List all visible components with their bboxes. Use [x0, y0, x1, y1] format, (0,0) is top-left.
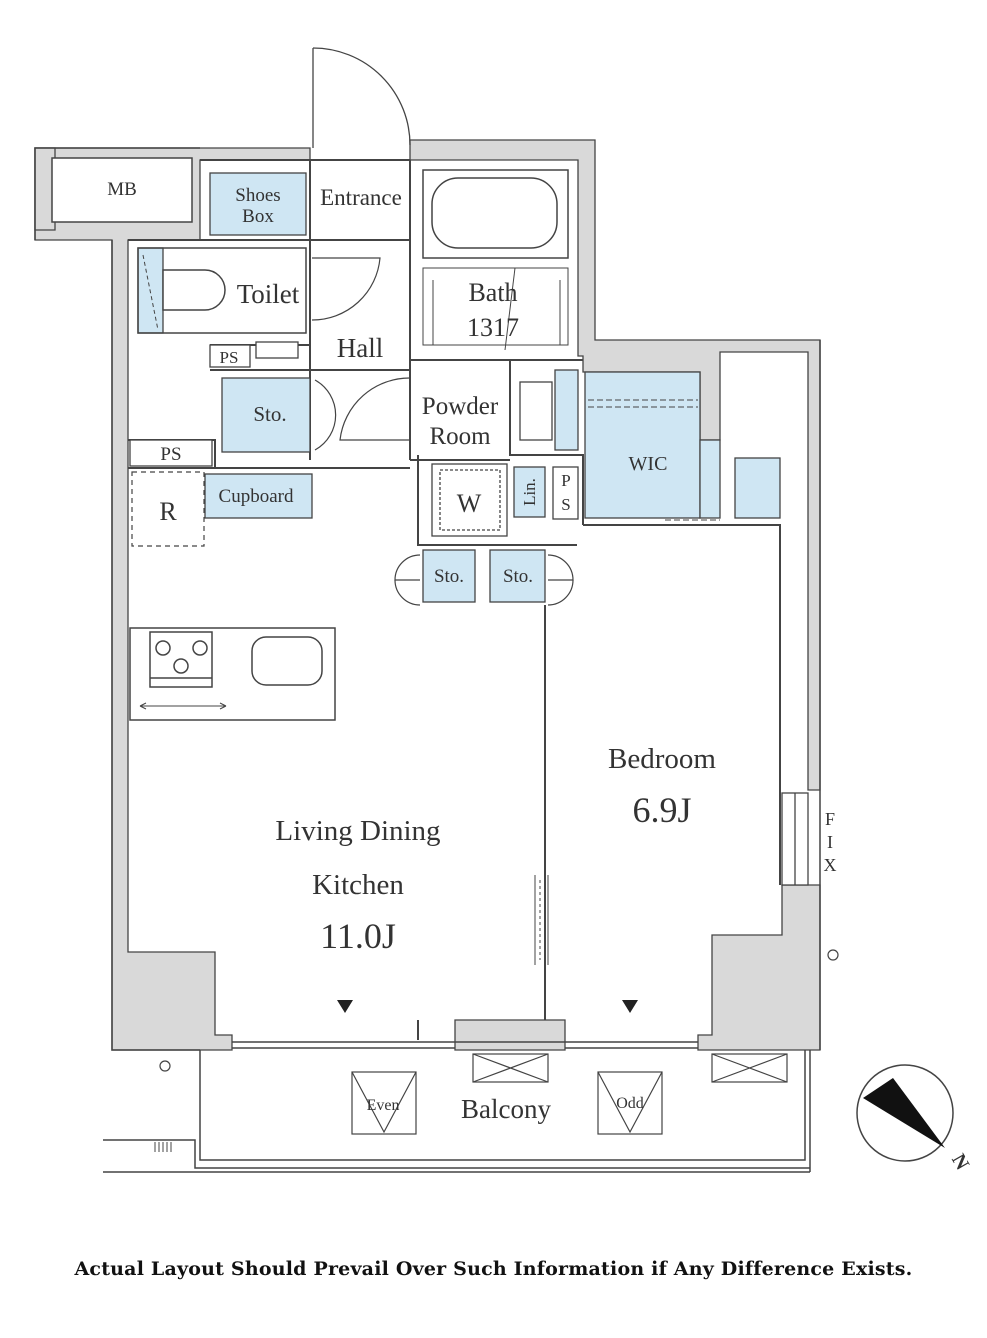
ac-units — [472, 1053, 788, 1083]
label-entrance: Entrance — [320, 185, 402, 210]
label-fix-i: I — [827, 832, 833, 852]
label-ps-right-1: P — [561, 471, 570, 490]
ps-right-box — [552, 466, 579, 520]
label-linen: Lin. — [520, 478, 539, 506]
label-sto-1: Sto. — [434, 566, 464, 587]
powder-sink — [519, 381, 553, 441]
toilet-fixture — [137, 247, 307, 334]
label-ldk-1: Living Dining — [275, 815, 440, 847]
label-toilet: Toilet — [237, 279, 300, 309]
window-markers — [337, 1000, 638, 1013]
sto-doors — [394, 554, 574, 606]
fix-window — [781, 792, 809, 886]
drain-markers — [159, 949, 839, 1072]
label-cupboard: Cupboard — [219, 486, 294, 507]
label-bath-size: 1317 — [467, 313, 519, 342]
label-ps-right-2: S — [561, 495, 570, 514]
label-washer: W — [457, 489, 482, 518]
label-powder-room-2: Room — [429, 423, 491, 450]
storage-areas — [137, 172, 781, 603]
perimeter-lines — [34, 147, 821, 1173]
label-sto-hall: Sto. — [253, 402, 286, 426]
evacuation-hatches — [351, 1071, 663, 1135]
label-bath: Bath — [468, 278, 517, 307]
label-powder-room-1: Powder — [422, 393, 499, 420]
linen-fill — [513, 466, 546, 518]
label-balcony: Balcony — [461, 1094, 551, 1124]
label-odd: Odd — [616, 1095, 644, 1112]
cupboard-fill — [204, 473, 313, 519]
label-ps-left: PS — [160, 444, 181, 465]
label-hall: Hall — [337, 333, 384, 363]
label-fix-f: F — [825, 809, 835, 829]
floor-plan: MB Shoes Box Entrance Bath 1317 Toilet H… — [34, 47, 974, 1174]
fridge-space — [131, 471, 205, 547]
compass-label: N — [947, 1150, 974, 1174]
label-ps-top: PS — [220, 348, 239, 367]
bathtub — [422, 169, 569, 351]
vent-grill — [154, 1142, 172, 1152]
powder-vanity-fill — [554, 369, 579, 451]
label-ldk-2: Kitchen — [312, 869, 404, 901]
wic-side-fill — [734, 457, 781, 519]
entrance-door — [312, 47, 411, 148]
label-bedroom: Bedroom — [608, 743, 716, 775]
label-even: Even — [367, 1097, 400, 1114]
sto-2-fill — [489, 549, 546, 603]
label-r: R — [159, 497, 177, 526]
wic-fill-2 — [699, 439, 721, 519]
sto-1-fill — [422, 549, 476, 603]
ps-left-box — [129, 439, 213, 467]
label-shoes-box-1: Shoes — [235, 185, 280, 206]
label-ldk-size: 11.0J — [320, 916, 396, 956]
label-shoes-box-2: Box — [242, 206, 274, 227]
mb-closet — [51, 157, 193, 223]
label-sto-2: Sto. — [503, 566, 533, 587]
ps-top-box — [209, 344, 251, 368]
sliding-partition — [534, 875, 549, 965]
label-bedroom-size: 6.9J — [632, 790, 691, 830]
wic-rail — [588, 399, 720, 521]
label-fix-x: X — [824, 855, 837, 875]
disclaimer-text: Actual Layout Should Prevail Over Such I… — [74, 1258, 913, 1280]
hall-doors — [311, 257, 411, 451]
label-mb: MB — [107, 179, 137, 200]
washer-space — [431, 463, 508, 537]
label-wic: WIC — [629, 453, 668, 475]
ps-top-device — [255, 341, 299, 359]
wic-fill — [584, 371, 701, 519]
sto-hall-fill — [221, 377, 311, 453]
kitchen-counter — [129, 627, 336, 721]
compass-icon — [856, 1064, 954, 1162]
shoes-box-fill — [209, 172, 307, 236]
